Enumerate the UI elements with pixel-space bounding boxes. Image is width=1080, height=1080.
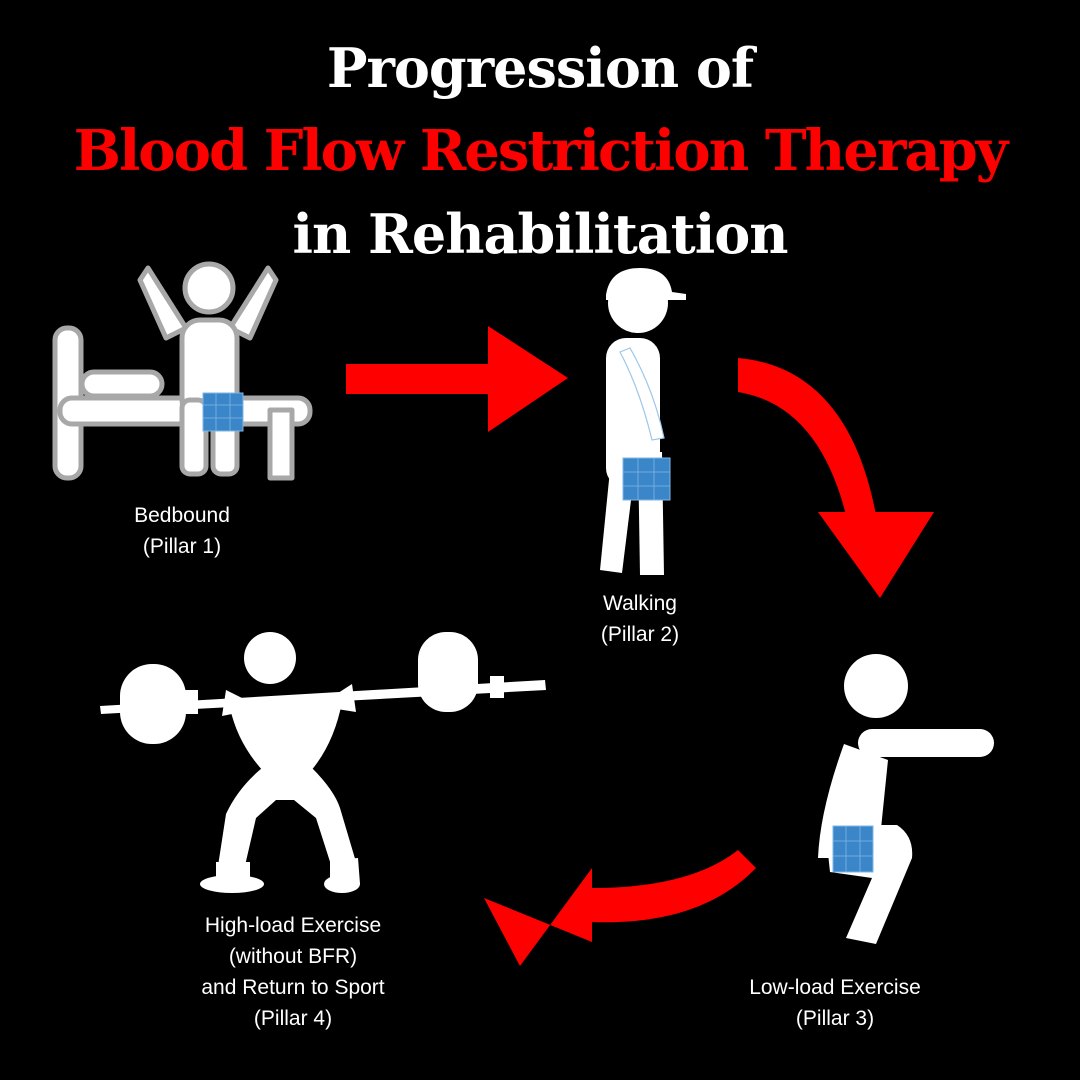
arrow-curved-down-icon: [738, 358, 934, 598]
squat-figure-icon: [818, 654, 994, 944]
title-line-1: Progression of: [326, 36, 754, 100]
pillar-4-line-3: and Return to Sport: [201, 976, 385, 999]
barbell-squat-icon: [100, 632, 546, 893]
pillar-3-label: Low-load Exercise (Pillar 3): [700, 972, 970, 1034]
pillar-2-label: Walking (Pillar 2): [550, 588, 730, 650]
pillar-4-line-2: (without BFR): [228, 945, 358, 968]
pillar-2-tag: (Pillar 2): [600, 623, 680, 646]
pillar-1-tag: (Pillar 1): [142, 535, 222, 558]
arrow-right-icon: [346, 326, 568, 432]
pillar-1-name: Bedbound: [134, 504, 230, 527]
pillar-4-tag: (Pillar 4): [253, 1007, 333, 1030]
cuff-icon: [622, 457, 671, 501]
pillar-4-line-1: High-load Exercise: [204, 914, 382, 937]
pillar-3-tag: (Pillar 3): [795, 1007, 875, 1030]
title-line-2: Blood Flow Restriction Therapy: [73, 118, 1009, 184]
pillar-4-label: High-load Exercise (without BFR) and Ret…: [148, 910, 438, 1034]
cuff-icon: [202, 392, 244, 432]
pillar-2-name: Walking: [603, 592, 677, 615]
title-line-3: in Rehabilitation: [292, 202, 788, 266]
bedbound-figure-icon: [52, 261, 313, 481]
walking-figure-icon: [600, 268, 686, 575]
pillar-3-name: Low-load Exercise: [749, 976, 921, 999]
pillar-1-label: Bedbound (Pillar 1): [92, 500, 272, 562]
cuff-icon: [832, 825, 874, 873]
arrow-curved-left-icon: [484, 850, 756, 966]
